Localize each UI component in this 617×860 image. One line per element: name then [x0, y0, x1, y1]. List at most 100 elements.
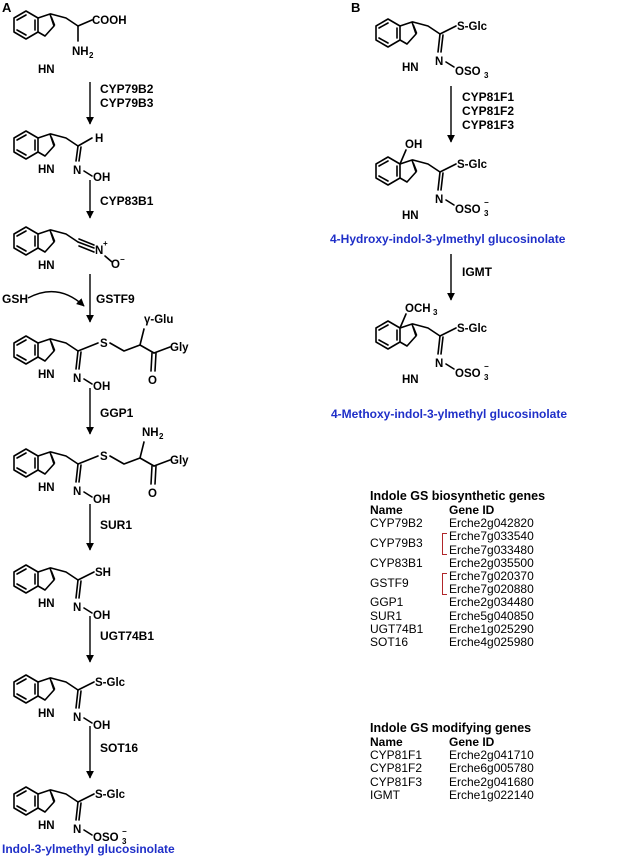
- svg-text:3: 3: [484, 373, 489, 382]
- svg-text:OCH: OCH: [405, 303, 431, 315]
- structure-tryptophan: HN COOH NH 2: [13, 10, 127, 76]
- svg-text:O: O: [148, 488, 157, 500]
- svg-text:H: H: [95, 133, 103, 145]
- svg-text:S: S: [100, 338, 108, 350]
- step-cyp81f3: CYP81F3: [462, 118, 514, 132]
- svg-text:−: −: [120, 255, 125, 264]
- svg-text:N: N: [73, 486, 81, 498]
- svg-text:OH: OH: [93, 610, 110, 622]
- svg-text:OH: OH: [405, 139, 422, 151]
- paralog-bracket: [442, 572, 447, 595]
- svg-text:COOH: COOH: [92, 15, 127, 27]
- product-i3m-gs: Indol-3-ylmethyl glucosinolate: [2, 842, 175, 856]
- svg-text:N: N: [95, 245, 103, 257]
- svg-text:N: N: [435, 358, 443, 370]
- structure-desulfo-gs: HN N OH S-Glc: [13, 674, 126, 732]
- svg-text:OSO: OSO: [455, 204, 481, 216]
- svg-text:S-Glc: S-Glc: [95, 677, 126, 689]
- svg-text:S: S: [100, 451, 108, 463]
- panel-label-a: A: [2, 0, 12, 15]
- svg-text:−: −: [122, 827, 127, 836]
- table-row: IGMT Erche1g022140: [370, 787, 534, 802]
- structure-nitrile-oxide: HN N + O −: [13, 226, 125, 272]
- modifying-genes-table: Indole GS modifying genes Name Gene ID C…: [370, 720, 534, 802]
- step-cyp83b1: CYP83B1: [100, 194, 154, 208]
- panel-label-b: B: [351, 0, 360, 15]
- svg-text:S-Glc: S-Glc: [95, 789, 126, 801]
- step-sot16: SOT16: [100, 741, 138, 755]
- svg-text:N: N: [435, 56, 443, 68]
- svg-text:O: O: [111, 259, 120, 271]
- svg-text:N: N: [73, 602, 81, 614]
- svg-text:N: N: [73, 165, 81, 177]
- svg-text:2: 2: [89, 51, 94, 60]
- svg-text:N: N: [73, 373, 81, 385]
- svg-text:3: 3: [484, 209, 489, 218]
- step-cyp79b3: CYP79B3: [100, 96, 154, 110]
- svg-text:OSO: OSO: [455, 368, 481, 380]
- svg-text:Gly: Gly: [170, 342, 189, 354]
- svg-text:2: 2: [159, 432, 164, 441]
- svg-text:3: 3: [433, 308, 438, 317]
- svg-text:SH: SH: [95, 567, 111, 579]
- paralog-bracket: [442, 533, 447, 556]
- step-sur1: SUR1: [100, 518, 132, 532]
- svg-text:S-Glc: S-Glc: [457, 21, 488, 33]
- structure-i3m-gs: HN N OSO 3 − S-Glc: [13, 786, 127, 846]
- header-name: Name: [370, 503, 403, 517]
- svg-text:OH: OH: [93, 172, 110, 184]
- structure-b-i3m-gs: HN N OSO 3 S-Glc: [375, 18, 489, 80]
- step-cyp81f1: CYP81F1: [462, 90, 514, 104]
- svg-text:HN: HN: [38, 482, 55, 494]
- biosynthetic-genes-table: Indole GS biosynthetic genes Name Gene I…: [370, 488, 545, 649]
- modifying-table-title: Indole GS modifying genes: [370, 721, 532, 735]
- svg-text:NH: NH: [72, 46, 89, 58]
- svg-text:γ-Glu: γ-Glu: [144, 314, 173, 326]
- svg-text:HN: HN: [38, 598, 55, 610]
- structure-4oh-i3m-gs: OH HN N OSO 3 − S-Glc: [375, 139, 489, 222]
- header-gene-id: Gene ID: [449, 503, 495, 517]
- table-row: SOT16 Erche4g025980: [370, 634, 534, 649]
- svg-text:3: 3: [484, 71, 489, 80]
- product-4oh-i3m-gs: 4-Hydroxy-indol-3-ylmethyl glucosinolate: [330, 232, 566, 246]
- svg-text:HN: HN: [38, 369, 55, 381]
- structure-aldoxime: HN H N OH: [13, 130, 110, 184]
- structure-cys-conjugate: HN N OH S NH 2 Gly O: [13, 427, 189, 506]
- svg-text:−: −: [484, 362, 489, 371]
- svg-text:N: N: [73, 712, 81, 724]
- biosynthetic-table-header: Name Gene ID: [370, 503, 545, 517]
- step-ggp1: GGP1: [100, 406, 134, 420]
- structure-gs-conjugate: HN N OH S γ-Glu Gly O: [13, 314, 189, 393]
- svg-text:OH: OH: [93, 720, 110, 732]
- svg-text:O: O: [148, 375, 157, 387]
- step-gstf9: GSTF9: [96, 292, 135, 306]
- table-row: CYP83B1 Erche2g035500: [370, 555, 534, 570]
- svg-text:HN: HN: [38, 260, 55, 272]
- svg-text:HN: HN: [402, 62, 419, 74]
- svg-text:HN: HN: [38, 164, 55, 176]
- table-row: GGP1 Erche2g034480: [370, 595, 534, 610]
- svg-text:OH: OH: [93, 494, 110, 506]
- structure-thiohydroximate: HN N OH SH: [13, 564, 111, 622]
- svg-text:HN: HN: [38, 820, 55, 832]
- table-row: CYP81F2 Erche6g005780: [370, 761, 534, 776]
- table-row: CYP79B3 Erche7g033540 Erche7g033480: [370, 529, 534, 557]
- table-row: UGT74B1 Erche1g025290: [370, 621, 534, 636]
- svg-text:OH: OH: [93, 381, 110, 393]
- gsh-curved-arrow: [27, 290, 85, 307]
- svg-text:OSO: OSO: [93, 832, 119, 844]
- svg-text:HN: HN: [38, 64, 55, 76]
- biosynthetic-table-title: Indole GS biosynthetic genes: [370, 489, 546, 503]
- svg-text:3: 3: [122, 837, 127, 846]
- table-row: CYP79B2 Erche2g042820: [370, 516, 534, 531]
- svg-text:OSO: OSO: [455, 66, 481, 78]
- svg-text:N: N: [73, 824, 81, 836]
- header-name: Name: [370, 735, 403, 749]
- modifying-table-header: Name Gene ID: [370, 735, 531, 749]
- step-cyp81f2: CYP81F2: [462, 104, 514, 118]
- step-ugt74b1: UGT74B1: [100, 629, 154, 643]
- svg-text:HN: HN: [38, 708, 55, 720]
- table-row: SUR1 Erche5g040850: [370, 608, 534, 623]
